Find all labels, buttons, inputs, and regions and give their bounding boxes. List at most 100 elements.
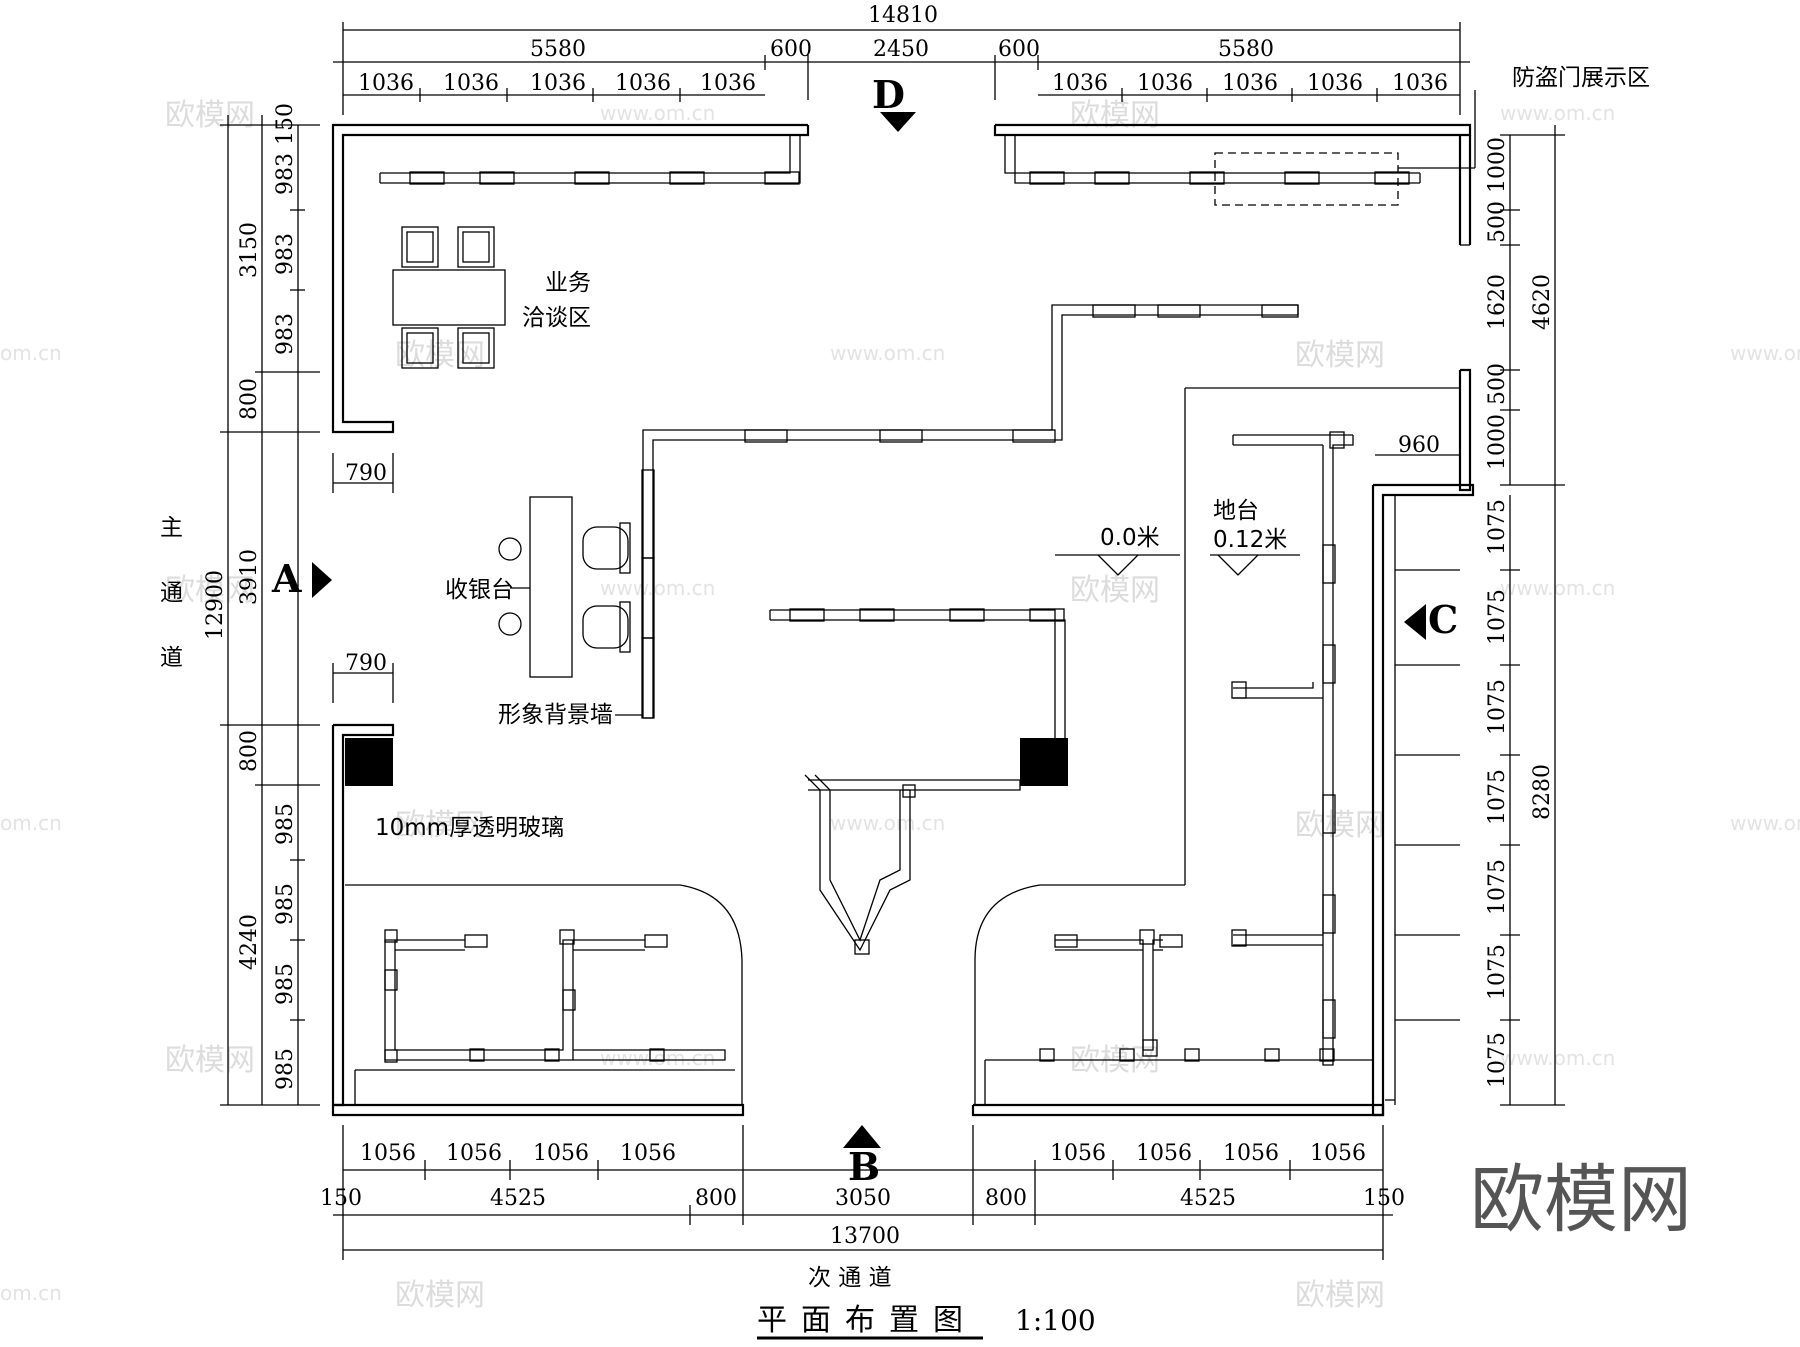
drawing-title: 平面布置图 1:100 <box>757 1303 1096 1340</box>
marker-a-arrow <box>312 562 332 598</box>
label-main-aisle: 道 <box>160 645 183 671</box>
marker-d: D <box>872 72 905 117</box>
dim-top-gap-left: 600 <box>770 37 812 62</box>
top-left-display <box>379 135 801 185</box>
dim-top-door: 2450 <box>873 37 929 62</box>
dim-top-bay: 1036 <box>1392 71 1448 96</box>
dim-left-upper-bay: 983 <box>273 153 298 195</box>
dim-left-lower-bay: 985 <box>273 963 298 1005</box>
label-platform: 地台 <box>1213 498 1259 524</box>
watermark-url: www.om.cn <box>1500 1046 1615 1070</box>
bottom-right-displays <box>1039 929 1335 1062</box>
dim-bottom-right: 4525 <box>1180 1186 1236 1211</box>
dim-bottom-bay: 1056 <box>1136 1141 1192 1166</box>
label-meeting-area-2: 洽谈区 <box>522 305 591 331</box>
wall-right-lower <box>1371 483 1475 1117</box>
dimension-text: 14810 5580 600 2450 600 5580 1036 1036 1… <box>203 3 1555 1249</box>
dim-right-bay: 1075 <box>1485 769 1510 825</box>
label-cashier: 收银台 <box>445 577 514 603</box>
dim-top-bay: 1036 <box>615 71 671 96</box>
structural-column <box>1020 738 1068 786</box>
dim-opening: 790 <box>345 461 387 486</box>
watermark-url: om.cn <box>0 1281 62 1305</box>
dim-left-gap: 800 <box>237 378 262 420</box>
dim-left-gap: 800 <box>237 730 262 772</box>
drawing-scale: 1:100 <box>1015 1304 1096 1337</box>
dim-bottom-gap-right: 800 <box>985 1186 1027 1211</box>
bottom-left-displays <box>384 929 726 1063</box>
watermark: 欧模网 <box>1295 1278 1385 1313</box>
dim-bottom-bay: 1056 <box>1223 1141 1279 1166</box>
marker-c: C <box>1428 597 1458 642</box>
dim-opening: 790 <box>345 651 387 676</box>
central-partitions <box>345 304 1299 955</box>
dim-bottom-total: 13700 <box>830 1224 900 1249</box>
label-backdrop-wall: 形象背景墙 <box>498 702 613 728</box>
dim-bottom-bay: 1056 <box>1050 1141 1106 1166</box>
dim-left-lower: 4240 <box>237 914 262 970</box>
structural-column <box>345 738 393 786</box>
dim-top-gap-right: 600 <box>998 37 1040 62</box>
watermark-url: www.om.cn <box>1500 101 1615 125</box>
dim-right-bay: 1075 <box>1485 679 1510 735</box>
label-platform-level: 0.12米 <box>1213 527 1287 553</box>
watermark-url: www.om.cn <box>830 341 945 365</box>
dim-top-bay: 1036 <box>443 71 499 96</box>
marker-b-arrow <box>843 1125 881 1148</box>
dim-right-upper-b: 500 <box>1485 201 1510 243</box>
dim-top-bay: 1036 <box>1137 71 1193 96</box>
dim-bottom-bay: 1056 <box>360 1141 416 1166</box>
dim-right-bay: 1075 <box>1485 1032 1510 1088</box>
dim-left-upper-edge: 150 <box>273 103 298 145</box>
wall-bottom-left <box>331 1103 745 1117</box>
watermark-url: www.om.cn <box>830 811 945 835</box>
dim-top-left: 5580 <box>530 37 586 62</box>
dim-bottom-bay: 1056 <box>620 1141 676 1166</box>
dim-right-bay: 1075 <box>1485 589 1510 645</box>
dim-bottom-bay: 1056 <box>446 1141 502 1166</box>
watermark: 欧模网 <box>395 1278 485 1313</box>
platform-area <box>345 387 1460 1105</box>
dim-left-total: 12900 <box>203 570 228 640</box>
watermark-url: www.om.cn <box>1730 341 1800 365</box>
dim-bottom-edge: 150 <box>1363 1186 1405 1211</box>
dim-right-upper-c: 1620 <box>1485 274 1510 330</box>
dim-right-upper-total: 4620 <box>1530 274 1555 330</box>
dim-top-bay: 1036 <box>1222 71 1278 96</box>
dim-platform-step: 960 <box>1398 433 1440 458</box>
watermark: 欧模网 <box>1295 338 1385 373</box>
watermarks: 欧模网 www.om.cn 欧模网 www.om.cn om.cn 欧模网 ww… <box>0 98 1800 1313</box>
watermark-url: www.om.cn <box>600 101 715 125</box>
watermark: 欧模网 <box>395 338 485 373</box>
dim-left-upper-bay: 983 <box>273 313 298 355</box>
label-security-door: 防盗门展示区 <box>1512 65 1650 91</box>
security-door-display-zone <box>1214 152 1399 206</box>
exterior-walls <box>331 123 1475 1117</box>
dim-top-bay: 1036 <box>700 71 756 96</box>
dimension-lines <box>220 22 1565 1260</box>
marker-d-arrow <box>880 112 916 132</box>
cashier-desk <box>529 496 573 678</box>
dim-left-lower-bay: 985 <box>273 1048 298 1090</box>
marker-b: B <box>848 1144 880 1189</box>
watermark: 欧模网 <box>395 808 485 843</box>
wall-bottom-right <box>971 1103 1385 1117</box>
drawing-title-text: 平面布置图 <box>757 1303 977 1338</box>
dim-top-total: 14810 <box>868 3 938 28</box>
dim-top-right: 5580 <box>1218 37 1274 62</box>
dim-right-upper-a: 1000 <box>1485 137 1510 193</box>
watermark: 欧模网 <box>165 573 255 608</box>
dim-top-bay: 1036 <box>358 71 414 96</box>
watermark-url: www.om.cn <box>1730 811 1800 835</box>
wall-right-pier <box>1458 368 1472 492</box>
dim-left-upper: 3150 <box>237 222 262 278</box>
watermark: 欧模网 <box>1070 98 1160 133</box>
area-labels: 业务 洽谈区 收银台 形象背景墙 10mm厚透明玻璃 防盗门展示区 地台 0.1… <box>160 65 1650 1291</box>
elevation-markers: D A C B <box>271 72 1458 1189</box>
watermark-url: om.cn <box>0 341 62 365</box>
label-main-aisle: 通 <box>160 580 183 606</box>
watermark: 欧模网 <box>165 98 255 133</box>
wall-top-left <box>331 123 810 434</box>
dim-right-bay: 1075 <box>1485 944 1510 1000</box>
